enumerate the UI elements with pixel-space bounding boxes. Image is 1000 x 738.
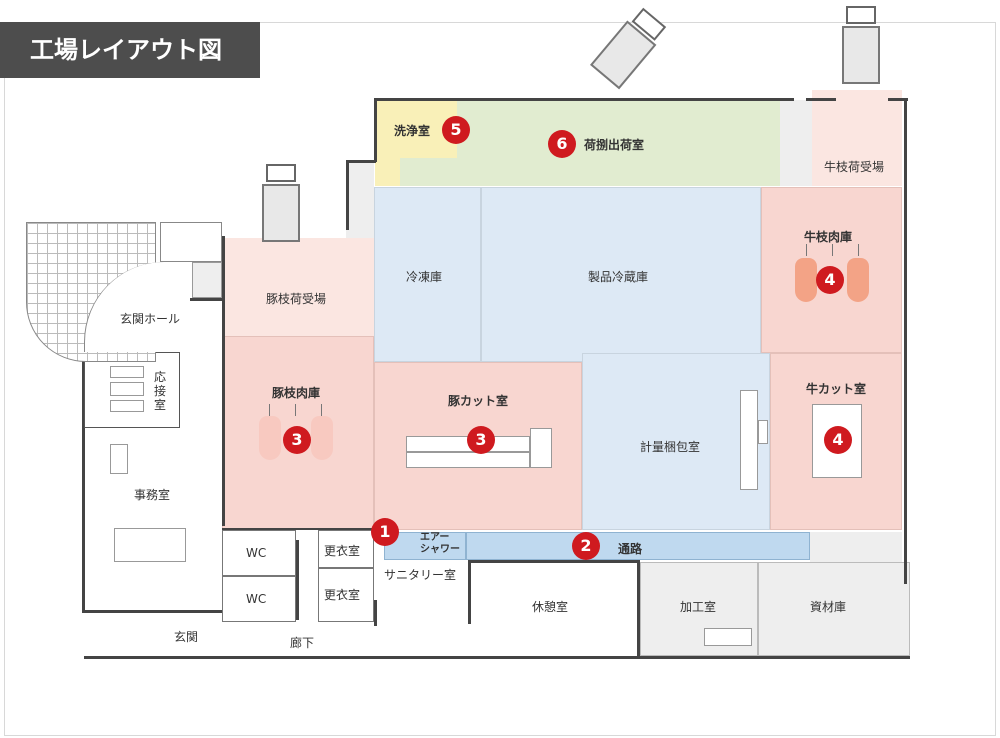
room-corridor-gray [780, 100, 812, 186]
badge-wash: 5 [442, 116, 470, 144]
label-reception: 応 接 室 [154, 370, 167, 412]
wall [82, 610, 242, 613]
cutting-table [530, 428, 552, 468]
badge-passage: 2 [572, 532, 600, 560]
wall [468, 560, 471, 624]
room-gray-corner [810, 532, 902, 562]
desk [114, 528, 186, 562]
pork-carcass-icon [259, 416, 281, 460]
wall [296, 540, 299, 620]
room-beef-receiving [812, 90, 902, 186]
label-shipping: 荷捌出荷室 [584, 138, 645, 152]
label-weigh-pack: 計量梱包室 [640, 440, 701, 454]
badge-beef-cut: 4 [824, 426, 852, 454]
label-materials: 資材庫 [810, 600, 847, 614]
label-wc-1: WC [246, 546, 267, 560]
label-freezer: 冷凍庫 [406, 270, 443, 284]
room-gray-strip [346, 162, 374, 238]
wall [222, 528, 382, 530]
truck-icon [842, 6, 880, 86]
wall [346, 160, 376, 163]
wall [84, 656, 910, 659]
room-gray-small [192, 262, 222, 298]
label-break-room: 休憩室 [532, 600, 569, 614]
label-office: 事務室 [134, 488, 171, 502]
room-passage [466, 532, 810, 560]
cutting-table [406, 452, 530, 468]
badge-beef-storage: 4 [816, 266, 844, 294]
truck-icon [262, 164, 300, 244]
table [110, 382, 144, 396]
label-beef-cut: 牛カット室 [806, 382, 867, 396]
label-locker-1: 更衣室 [324, 544, 361, 558]
badge-shipping: 6 [548, 130, 576, 158]
room-locker-1 [318, 530, 374, 568]
desk [110, 444, 128, 474]
label-wash: 洗浄室 [394, 124, 431, 138]
sofa [110, 400, 144, 412]
room-pork-receiving [222, 238, 374, 336]
label-sanitary: サニタリー室 [384, 568, 457, 582]
hook-icon [321, 404, 322, 416]
label-locker-2: 更衣室 [324, 588, 361, 602]
wall [374, 600, 377, 626]
wall [904, 98, 907, 584]
hook-icon [858, 244, 859, 256]
room-locker-2 [318, 568, 374, 622]
label-product-fridge: 製品冷蔵庫 [588, 270, 649, 284]
sofa [110, 366, 144, 378]
label-entrance: 玄関 [174, 630, 199, 644]
room-weigh-pack [582, 353, 770, 530]
room-wc-1 [222, 530, 296, 576]
label-wc-2: WC [246, 592, 267, 606]
label-beef-receiving: 牛枝荷受場 [824, 160, 885, 174]
packing-line [758, 420, 768, 444]
room-freezer [374, 187, 481, 362]
wall [222, 236, 225, 526]
packing-line [740, 390, 758, 490]
wall [346, 160, 349, 230]
label-pork-cut: 豚カット室 [448, 394, 509, 408]
label-processing: 加工室 [680, 600, 717, 614]
room-materials [758, 562, 910, 656]
badge-pork-cut: 3 [467, 426, 495, 454]
room-shipping [400, 100, 780, 186]
wall [806, 98, 836, 101]
wall [888, 98, 908, 101]
label-pork-storage: 豚枝肉庫 [272, 386, 321, 400]
badge-pork-storage: 3 [283, 426, 311, 454]
stair-box [160, 222, 222, 262]
wall [637, 560, 640, 658]
beef-carcass-icon [795, 258, 817, 302]
hook-icon [832, 244, 833, 256]
wall [374, 98, 794, 101]
label-pork-receiving: 豚枝荷受場 [266, 292, 327, 306]
wall [374, 98, 377, 162]
cutting-table [812, 404, 862, 478]
pork-carcass-icon [311, 416, 333, 460]
room-wc-2 [222, 576, 296, 622]
wall [82, 316, 85, 612]
page-title: 工場レイアウト図 [0, 22, 260, 78]
wall [468, 560, 640, 563]
hook-icon [806, 244, 807, 256]
label-passage: 通路 [618, 542, 643, 556]
label-entrance-hall: 玄関ホール [120, 312, 181, 326]
hook-icon [295, 404, 296, 416]
processing-equipment [704, 628, 752, 646]
wall [190, 298, 222, 301]
hook-icon [269, 404, 270, 416]
label-air-shower: エアー シャワー [420, 532, 460, 555]
badge-air-shower: 1 [371, 518, 399, 546]
beef-carcass-icon [847, 258, 869, 302]
label-beef-storage: 牛枝肉庫 [804, 230, 853, 244]
label-hallway: 廊下 [290, 636, 315, 650]
